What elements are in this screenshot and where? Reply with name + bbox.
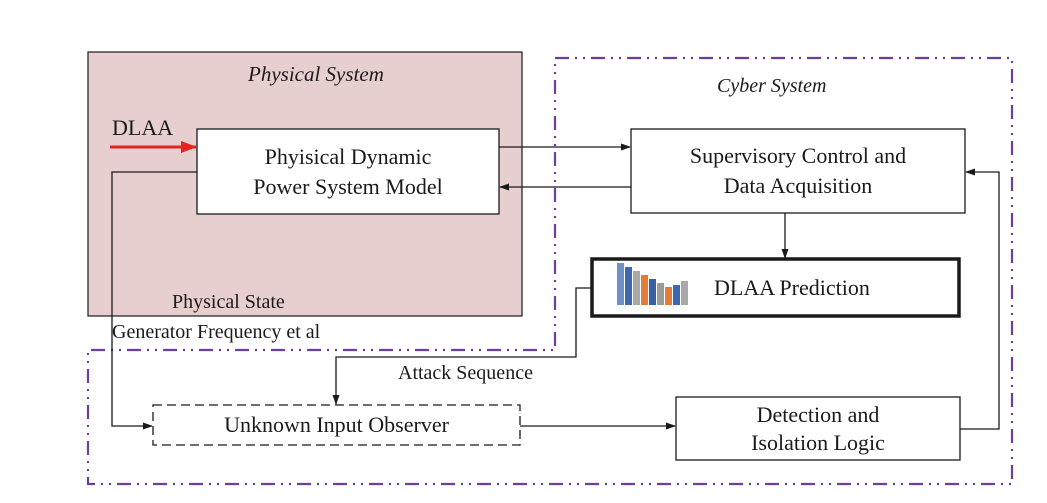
dlaa-prediction-label: DLAA Prediction	[714, 275, 870, 300]
attack-sequence-label: Attack Sequence	[398, 362, 533, 384]
unknown-input-observer-label: Unknown Input Observer	[153, 405, 520, 445]
observer-label-text: Unknown Input Observer	[224, 412, 449, 438]
detection-isolation-label: Detection and Isolation Logic	[676, 397, 960, 460]
attack-sequence-arrow	[332, 287, 592, 405]
scada-label-line1: Supervisory Control and	[689, 143, 907, 169]
physical-system-title: Physical System	[248, 62, 384, 86]
icon-bar	[681, 281, 688, 305]
icon-bar	[625, 267, 632, 305]
physical-state-feed-arrow	[111, 171, 197, 430]
model-label-line1: Phyisical Dynamic	[264, 143, 432, 169]
icon-bar	[673, 285, 680, 305]
icon-bar	[633, 271, 640, 305]
bar-chart-icon	[617, 263, 688, 305]
icon-bar	[641, 275, 648, 305]
physical-state-label: Physical State	[172, 291, 285, 313]
detection-label-line1: Detection and	[756, 402, 880, 427]
cyber-system-title: Cyber System	[717, 75, 827, 97]
power-system-model-block	[196, 128, 500, 215]
icon-bar	[665, 287, 672, 305]
cyber-system-boundary	[86, 56, 1014, 486]
detection-label-line2: Isolation Logic	[751, 429, 885, 455]
power-system-model-label: Phyisical Dynamic Power System Model	[197, 129, 499, 214]
scada-label: Supervisory Control and Data Acquisition	[631, 129, 965, 213]
icon-bar	[617, 263, 624, 305]
model-label-line2: Power System Model	[253, 173, 443, 199]
detection-feedback-arrow	[960, 168, 1000, 430]
icon-bar	[649, 279, 656, 305]
physical-state-detail: Generator Frequency et al	[112, 321, 321, 343]
dlaa-input-label: DLAA	[112, 115, 174, 140]
unknown-input-observer-block	[152, 404, 521, 446]
scada-label-line2: Data Acquisition	[723, 173, 873, 198]
icon-bar	[657, 283, 664, 305]
detection-isolation-block	[675, 396, 961, 461]
